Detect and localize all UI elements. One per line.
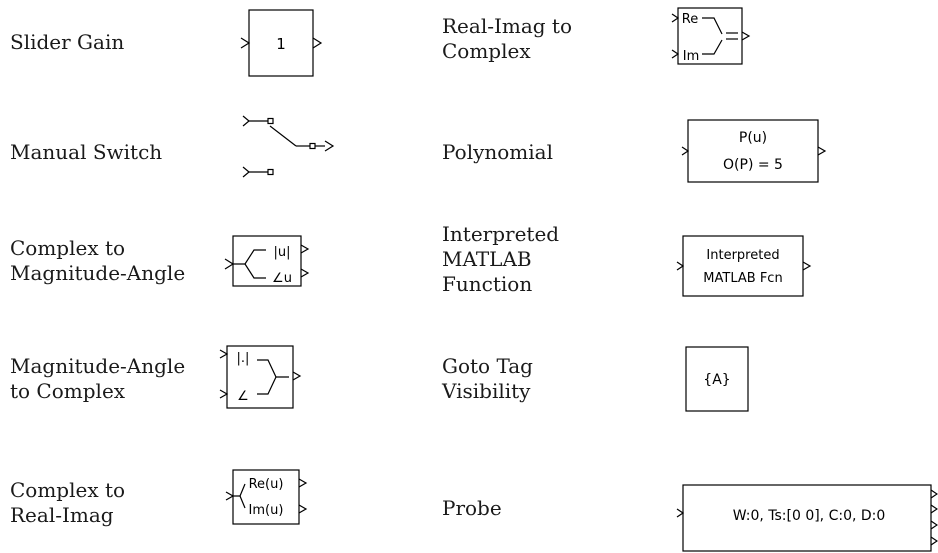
switch-contact-icon [267,168,274,176]
label-line: Interpreted [442,222,560,246]
block-frame [232,235,302,287]
split-line-icon [239,495,246,509]
output-port-icon [817,146,827,156]
split-line-icon [233,483,246,497]
input-port-icon [676,508,685,518]
input-port-icon [219,389,229,399]
label-line: Visibility [442,379,531,403]
switch-contact-icon [309,142,316,150]
input-port-icon [681,146,690,156]
output-port-icon [300,268,310,278]
label-manual-switch: Manual Switch [10,140,163,164]
label-line: Complex to [10,478,126,502]
label-interpreted-matlab-function: Interpreted MATLAB Function [442,222,559,297]
output-port-icon [292,371,302,381]
output-port-icon [930,520,938,530]
label-complex-to-magnitude-angle: Complex to Magnitude-Angle [10,236,185,286]
output-port-icon [741,31,751,41]
split-line-icon [244,263,266,279]
output-port-icon [312,37,323,49]
label-complex-to-real-imag: Complex to Real-Imag [10,478,125,528]
port-label: |.| [237,351,250,366]
block-frame [682,484,932,552]
block-text: 1 [276,35,286,53]
label-line: Function [442,272,533,296]
split-line-icon [233,249,266,265]
input-port-icon [240,37,251,49]
block-frame [682,235,804,297]
block-text: Interpreted [706,248,779,263]
label-line: Magnitude-Angle [10,261,186,285]
magnitude-angle-to-complex-block[interactable]: |.| ∠ [219,345,302,409]
label-real-imag-to-complex: Real-Imag to Complex [442,14,572,64]
input-port-icon [242,115,250,127]
manual-switch-block[interactable] [242,115,335,178]
output-port-icon [298,478,308,488]
merge-line-icon [702,17,723,35]
input-port-icon [225,491,235,501]
input-port-icon [219,349,229,359]
port-label: ∠u [272,271,292,286]
label-line: Complex to [10,236,126,260]
input-port-icon [676,261,685,271]
label-line: Goto Tag [442,354,533,378]
output-port-icon [802,261,812,271]
label-magnitude-angle-to-complex: Magnitude-Angle to Complex [10,354,185,404]
output-port-icon [300,244,310,254]
label-line: to Complex [10,379,126,403]
block-frame [685,346,749,412]
input-port-icon [242,166,250,178]
label-probe: Probe [442,496,502,520]
real-imag-to-complex-block[interactable]: Re Im [671,7,751,65]
complex-to-real-imag-block[interactable]: Re(u) Im(u) [225,469,308,525]
block-frame [226,345,294,409]
interpreted-matlab-fcn-block[interactable]: Interpreted MATLAB Fcn [676,235,812,297]
label-goto-tag-visibility: Goto Tag Visibility [442,354,533,404]
input-port-icon [671,13,680,23]
output-port-icon [930,489,938,499]
slider-gain-block[interactable]: 1 [240,9,323,77]
port-label: |u| [274,245,291,260]
block-text: {A} [703,372,730,388]
switch-contact-icon [267,117,274,125]
label-line: Real-Imag [10,503,114,527]
label-line: MATLAB [442,247,532,271]
block-frame [232,469,300,525]
probe-block[interactable]: W:0, Ts:[0 0], C:0, D:0 [676,484,938,552]
complex-to-magnitude-angle-block[interactable]: |u| ∠u [224,235,310,287]
label-polynomial: Polynomial [442,140,553,164]
output-port-icon [324,140,335,152]
merge-line-icon [702,39,723,55]
goto-tag-visibility-block[interactable]: {A} [685,346,749,412]
polynomial-block[interactable]: P(u) O(P) = 5 [681,119,827,183]
merge-line-icon [257,376,277,395]
block-text: W:0, Ts:[0 0], C:0, D:0 [733,508,886,524]
input-port-icon [224,258,235,270]
merge-line-icon [257,359,289,378]
output-port-icon [930,536,938,546]
input-port-icon [671,49,680,59]
block-frame [677,7,743,65]
switch-lever-icon [269,125,297,147]
port-label: Re(u) [249,477,284,492]
port-label: Im [683,49,700,64]
block-text: MATLAB Fcn [703,271,782,286]
block-text: P(u) [739,130,767,146]
label-line: Magnitude-Angle [10,354,186,378]
output-port-icon [930,504,938,514]
label-slider-gain: Slider Gain [10,30,125,54]
label-line: Complex [442,39,531,63]
label-line: Real-Imag to [442,14,572,38]
port-label: Re [682,12,698,27]
port-label: ∠ [237,389,249,404]
output-port-icon [298,504,308,514]
block-text: O(P) = 5 [723,157,783,173]
port-label: Im(u) [249,503,284,518]
